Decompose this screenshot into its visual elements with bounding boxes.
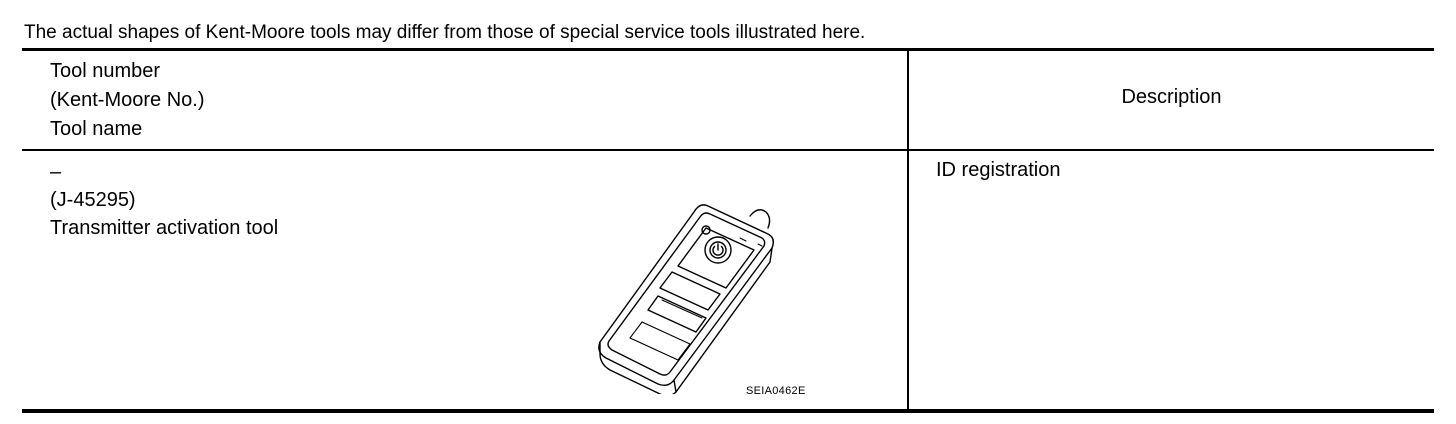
row-tool-number: – (50, 161, 62, 183)
row-tool-cell: – (J-45295) Transmitter activation tool (50, 158, 278, 242)
header-tool-column: Tool number (Kent-Moore No.) Tool name (50, 57, 205, 144)
table-top-border (22, 48, 1434, 51)
table-bottom-border (22, 409, 1434, 413)
header-tool-name: Tool name (50, 118, 143, 140)
row-kent-moore-number: (J-45295) (50, 189, 136, 211)
figure-code: SEIA0462E (746, 385, 806, 397)
header-kent-moore-number: (Kent-Moore No.) (50, 89, 205, 111)
header-tool-number: Tool number (50, 60, 161, 82)
disclaimer-note: The actual shapes of Kent-Moore tools ma… (24, 22, 866, 43)
row-description: ID registration (936, 159, 1061, 181)
header-description: Description (1121, 86, 1222, 108)
transmitter-activation-tool-illustration-icon (598, 204, 775, 394)
row-tool-name: Transmitter activation tool (50, 217, 279, 239)
table-header-divider (22, 149, 1434, 151)
table-column-divider (907, 50, 909, 411)
